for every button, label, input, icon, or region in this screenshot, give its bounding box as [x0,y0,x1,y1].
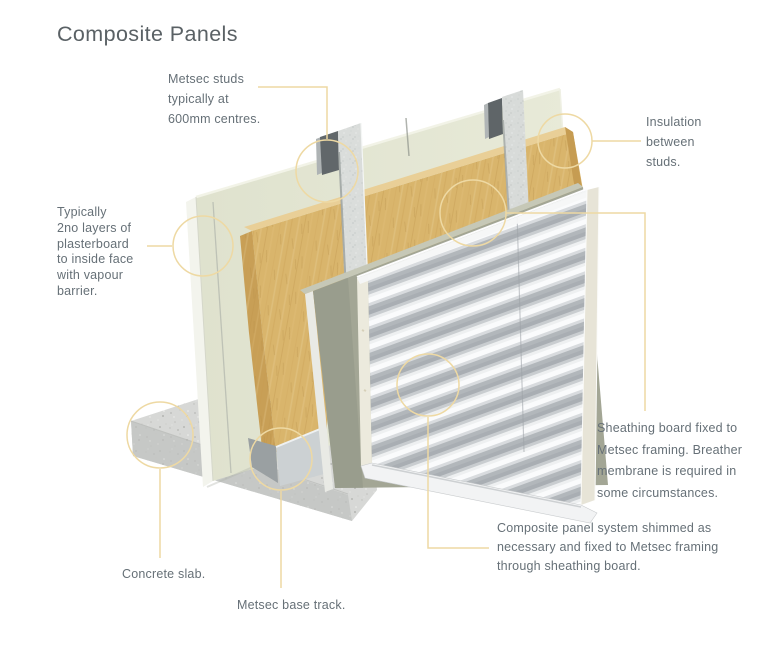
callout-insulation [537,113,641,169]
panel-ribbed-face [368,190,587,505]
label-metsec-base-track: Metsec base track. [237,598,346,612]
metsec-stud-1 [316,122,369,293]
page-title: Composite Panels [57,22,238,46]
label-plasterboard: Typically 2no layers of plasterboard to … [57,205,134,298]
callout-studs [258,86,359,203]
callout-composite-panel [396,353,489,549]
callout-sheathing [439,179,646,411]
sheathing-top-face [300,183,583,294]
label-insulation: Insulation between studs. [646,115,702,169]
sheathing-cut-edge [305,291,333,492]
insulation-layer [240,127,583,457]
panel-right-cut [581,187,599,505]
panel-seam [516,211,525,453]
plasterboard-cut-edge [186,197,213,487]
insulation-top-face [244,127,573,231]
label-sheathing-board: Sheathing board fixed to Metsec framing.… [597,421,743,500]
callout-concrete-slab [126,401,194,558]
panel-core-edge [357,275,372,466]
callouts [126,86,646,588]
metsec-stud-2 [484,90,529,218]
callout-plasterboard [147,215,234,277]
callout-base-track [249,427,313,588]
insulation-right-cut [565,127,582,188]
composite-panel [356,186,600,524]
metsec-base-track [248,428,324,486]
label-metsec-studs: Metsec studs typically at 600mm centres. [168,72,261,126]
panel-drip-edge [360,462,598,524]
label-composite-panel: Composite panel system shimmed as necess… [497,521,719,573]
label-concrete-slab: Concrete slab. [122,567,206,581]
plasterboard-joint-line [212,201,232,474]
